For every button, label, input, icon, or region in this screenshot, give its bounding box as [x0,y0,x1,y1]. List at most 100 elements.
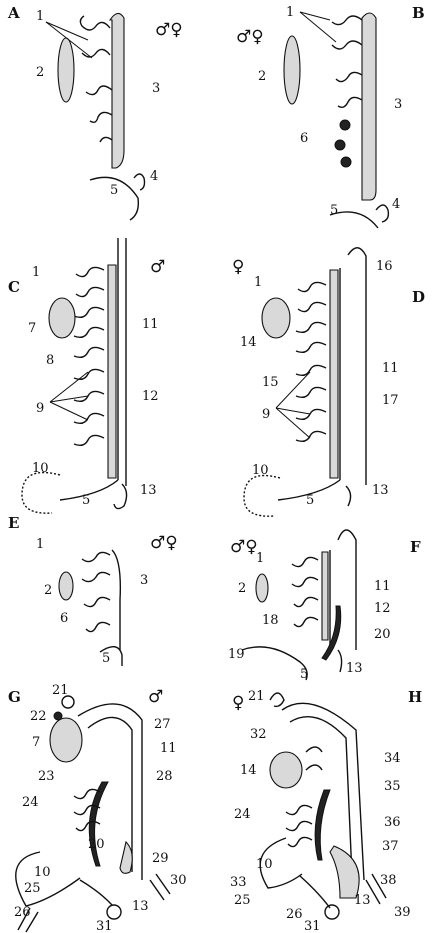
panel-a-tubule [90,112,112,122]
panel-f-sex-symbol: ♂♀ [230,537,258,557]
panel-g-label-22: 22 [30,709,47,724]
panel-g-label-10: 10 [34,865,51,880]
panel-f-label-12: 12 [374,601,391,616]
panel-d-letter: D [412,288,425,306]
panel-g-label-28: 28 [156,769,173,784]
panel-g-letter: G [8,688,21,706]
panel-f-gonad [256,574,268,602]
panel-h-label-13: 13 [354,893,371,908]
panel-e-gonad [59,572,73,600]
panel-h-label-37: 37 [382,839,399,854]
panel-b: B ♂♀ 1 2 3 4 5 6 [236,4,425,228]
panel-h: H ♀ 21 32 14 24 10 33 25 26 31 34 35 36 … [230,688,422,933]
panel-h-label-10: 10 [256,857,273,872]
panel-c-sex-symbol: ♂ [150,257,165,277]
panel-c-tubules [74,267,104,445]
panel-g-label-21: 21 [52,683,69,698]
panel-g-label-29: 29 [152,851,169,866]
panel-g: G ♂ 21 22 7 23 24 20 10 25 26 31 27 11 2… [8,683,187,933]
panel-h-letter: H [408,688,422,706]
panel-h-label-35: 35 [384,779,401,794]
panel-a-label-4: 4 [150,169,158,184]
panel-e-tubule [82,572,110,581]
panel-c-label-13: 13 [140,483,157,498]
panel-h-label-31: 31 [304,919,321,933]
panel-d-label-14: 14 [240,335,257,350]
panel-h-label-25: 25 [234,893,251,908]
panel-g-label-7: 7 [32,735,40,750]
panel-g-label-26: 26 [14,905,31,920]
panel-g-label-30: 30 [170,873,187,888]
panel-f-label-1: 1 [256,551,264,566]
panel-g-label-24: 24 [22,795,39,810]
panel-a-label-2: 2 [36,65,44,80]
panel-b-glomerulus [341,157,351,167]
panel-g-urethra [80,880,112,905]
panel-g-testis [50,718,82,762]
panel-h-label-33: 33 [230,875,247,890]
panel-f: F ♂♀ 1 2 11 18 12 20 19 5 13 [228,530,421,682]
panel-h-anus [325,905,339,919]
panel-d-label-17: 17 [382,393,399,408]
panel-b-letter: B [412,4,425,22]
panel-d-bladder [244,476,280,517]
panel-d-leader-9 [276,372,310,408]
panel-b-glomerulus [340,120,350,130]
panel-h-label-34: 34 [384,751,401,766]
panel-c-label-7: 7 [28,321,36,336]
panel-c-label-8: 8 [46,353,54,368]
panel-e-label-3: 3 [140,573,148,588]
panel-a-label-3: 3 [152,81,160,96]
panel-h-label-14: 14 [240,763,257,778]
panel-c-bladder [22,473,60,514]
panel-g-label-31: 31 [96,919,113,933]
panel-c-letter: C [8,278,20,296]
panel-c-sinus [114,484,127,509]
panel-e-sex-symbol: ♂♀ [150,533,178,553]
panel-g-rectum [150,874,170,900]
panel-e-label-6: 6 [60,611,68,626]
panel-h-label-36: 36 [384,815,401,830]
panel-a-tubule [80,16,110,30]
panel-b-tubule [336,72,362,81]
panel-e-label-2: 2 [44,583,52,598]
panel-f-label-2: 2 [238,581,246,596]
panel-c: C ♂ 1 7 8 9 10 5 11 12 13 [8,238,165,513]
panel-e-letter: E [8,514,19,532]
panel-h-ovary [270,752,302,788]
panel-d-sex-symbol: ♀ [232,257,244,277]
panel-c-label-11: 11 [142,317,159,332]
panel-h-urethra [300,876,330,908]
panel-a-tubule [86,86,112,95]
panel-a-letter: A [7,4,20,22]
panel-a-sex-symbol: ♂♀ [155,20,183,40]
panel-f-tubules [292,557,318,626]
panel-b-sinus [376,205,388,222]
panel-d-label-10: 10 [252,463,269,478]
panel-b-label-4: 4 [392,197,400,212]
panel-g-sex-symbol: ♂ [148,687,163,707]
panel-a-tubule [100,137,112,142]
panel-h-label-32: 32 [250,727,267,742]
panel-g-label-11: 11 [160,741,177,756]
panel-e-tubule [82,552,110,561]
panel-g-seminal-vesicle [120,842,132,873]
panel-f-mullerian-duct [338,530,356,650]
panel-d-ovary [262,298,290,338]
panel-b-label-5: 5 [330,203,338,218]
panel-d-sinus [346,486,351,506]
panel-d-leader-9c [276,408,310,438]
panel-f-label-20: 20 [374,627,391,642]
panel-h-epoophoron [306,747,322,770]
panel-a: A ♂♀ 1 2 3 4 5 [7,4,183,220]
panel-a-duct [110,13,124,168]
panel-f-letter: F [410,538,421,556]
panel-c-label-9: 9 [36,401,44,416]
panel-h-fimbria [270,693,284,706]
panel-a-sinus [134,174,145,190]
panel-h-label-26: 26 [286,907,303,922]
panel-e-label-1: 1 [36,537,44,552]
panel-a-gonad [58,38,74,102]
panel-f-label-18: 18 [262,613,279,628]
panel-h-label-39: 39 [394,905,411,920]
